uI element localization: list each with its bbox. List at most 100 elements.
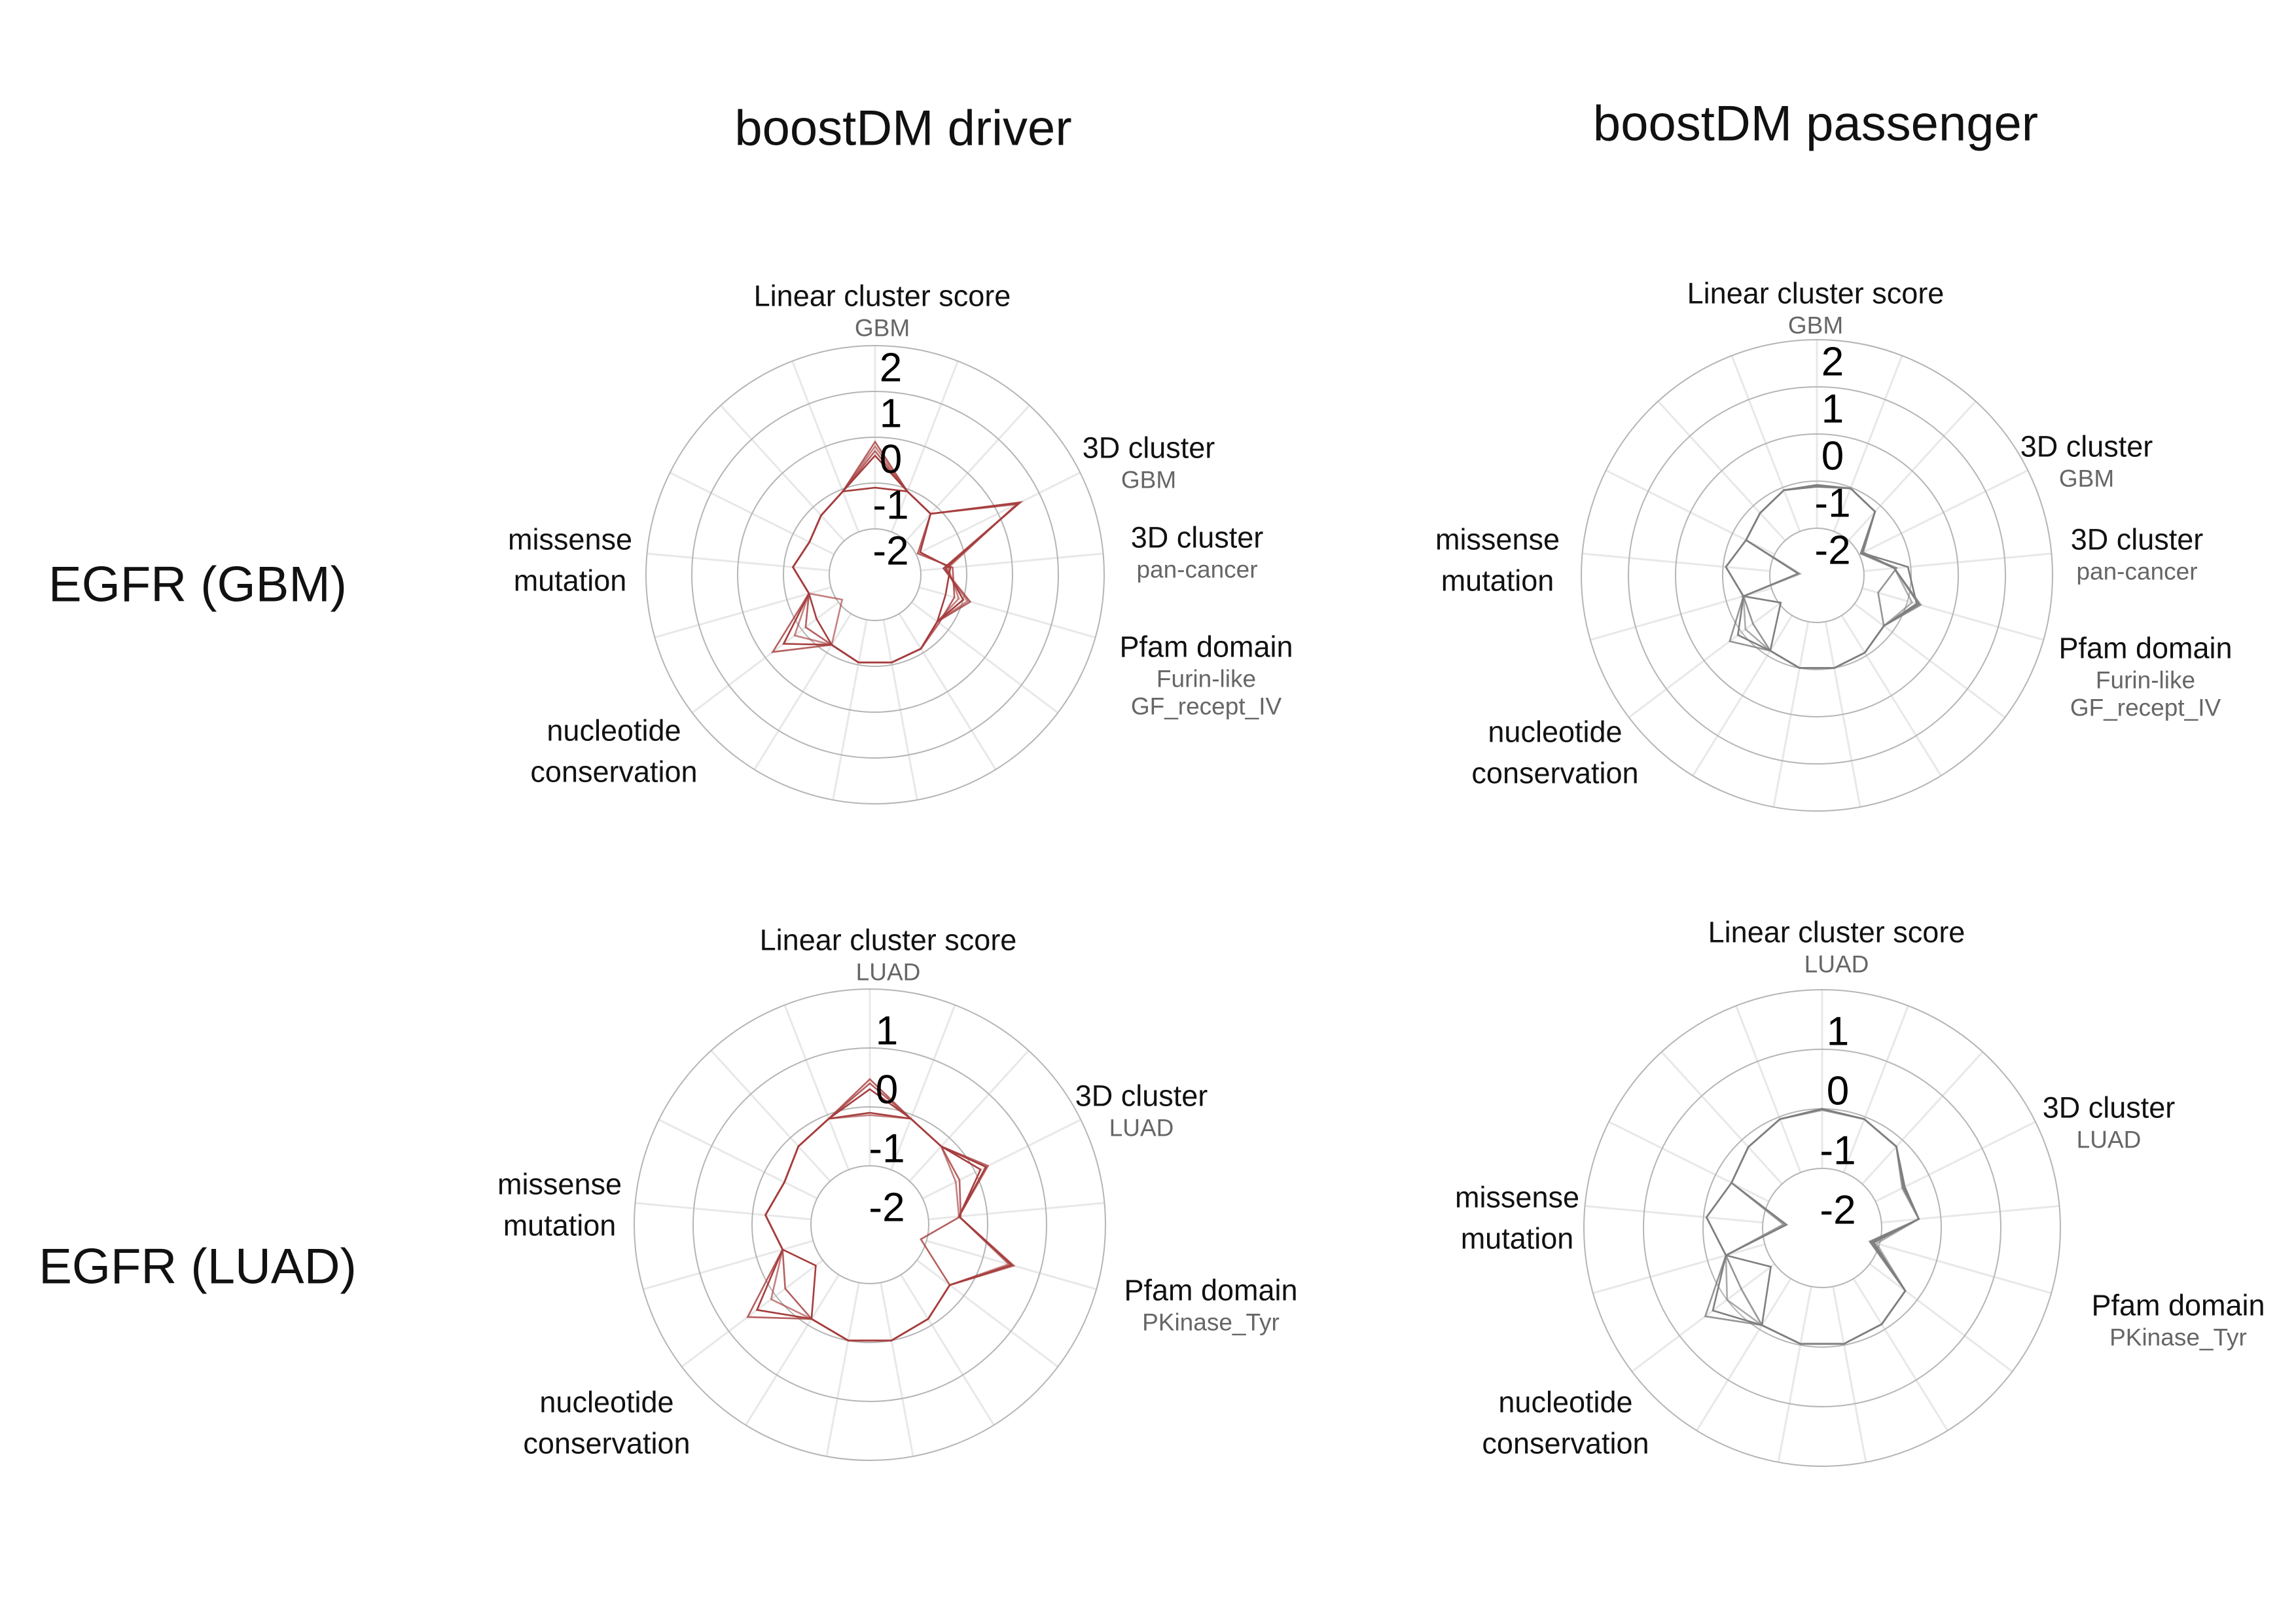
axis-label: conservation — [523, 1427, 690, 1460]
tick-label: 1 — [880, 391, 902, 437]
tick-label: 0 — [880, 437, 902, 482]
axis-sublabel: Furin-like — [2096, 667, 2195, 694]
tick-label: -2 — [872, 529, 908, 574]
spoke-gridline — [783, 1004, 850, 1170]
radar-series-line — [791, 444, 1022, 664]
spoke-gridline — [1842, 1005, 1909, 1173]
axis-label: conservation — [1471, 757, 1638, 790]
axis-sublabel: pan-cancer — [2076, 558, 2197, 585]
tick-label: 0 — [1821, 434, 1844, 479]
spoke-gridline — [710, 1049, 831, 1182]
spoke-gridline — [1881, 1204, 2060, 1224]
axis-sublabel: GF_recept_IV — [1131, 693, 1282, 720]
tick-label: 2 — [1821, 340, 1844, 385]
spoke-gridline — [1660, 1051, 1783, 1185]
tick-label: -1 — [1814, 481, 1850, 526]
ring-gridline — [691, 391, 1059, 759]
tick-label: 1 — [1827, 1009, 1849, 1055]
tick-label: -2 — [1820, 1188, 1856, 1233]
axis-label: 3D cluster — [1075, 1079, 1208, 1113]
tick-label: 0 — [1827, 1069, 1849, 1114]
spoke-gridline — [880, 1282, 914, 1457]
tick-label: -1 — [869, 1127, 905, 1172]
ring-gridline — [829, 528, 922, 621]
spoke-gridline — [1585, 1204, 1763, 1224]
axis-label: 3D cluster — [1131, 521, 1264, 554]
tick-label: -2 — [869, 1185, 905, 1231]
spoke-gridline — [1777, 1286, 1812, 1463]
spoke-gridline — [1861, 1051, 1984, 1185]
radar-series-line — [1705, 1108, 1920, 1345]
axis-sublabel: LUAD — [856, 959, 921, 986]
spoke-gridline — [900, 1274, 995, 1426]
axis-label: 3D cluster — [2071, 523, 2204, 556]
axis-sublabel: Furin-like — [1157, 666, 1256, 693]
axis-sublabel: PKinase_Tyr — [2109, 1324, 2247, 1351]
axis-label: Pfam domain — [1124, 1274, 1297, 1307]
ring-gridline — [783, 482, 967, 667]
spoke-gridline — [1592, 1243, 1765, 1295]
axis-label: Linear cluster score — [1708, 916, 1965, 949]
tick-label: -1 — [872, 483, 908, 528]
axis-label: Pfam domain — [2091, 1289, 2265, 1322]
radar-series-line — [1740, 486, 1920, 669]
spoke-gridline — [1879, 1243, 2052, 1295]
spoke-gridline — [1869, 1263, 2013, 1373]
spoke-gridline — [908, 1049, 1030, 1182]
spoke-gridline — [922, 1119, 1081, 1200]
spoke-gridline — [1735, 1005, 1802, 1173]
axis-label: mutation — [1441, 564, 1554, 598]
axis-label: Linear cluster score — [760, 924, 1017, 957]
axis-sublabel: GBM — [1121, 467, 1176, 494]
axis-sublabel: GBM — [855, 315, 910, 342]
axis-label: missense — [1435, 523, 1560, 556]
ring-gridline — [1762, 1168, 1882, 1288]
axis-label: nucleotide — [1498, 1386, 1632, 1419]
spoke-gridline — [681, 1259, 824, 1368]
tick-label: 1 — [876, 1009, 898, 1054]
ring-gridline — [1628, 386, 2006, 765]
axis-label: Pfam domain — [1119, 630, 1293, 664]
tick-label: 1 — [1821, 387, 1844, 432]
axis-label: conservation — [530, 755, 697, 789]
ring-gridline — [1643, 1049, 2001, 1407]
axis-sublabel: GBM — [1788, 312, 1843, 339]
ring-gridline — [1581, 339, 2053, 812]
axis-sublabel: LUAD — [1804, 951, 1869, 978]
column-title-passenger: boostDM passenger — [1593, 96, 2038, 152]
axis-label: Linear cluster score — [754, 280, 1011, 313]
spoke-gridline — [928, 1202, 1105, 1221]
spoke-gridline — [643, 1240, 814, 1290]
ring-gridline — [1675, 433, 1959, 717]
ring-gridline — [634, 988, 1106, 1461]
axis-label: 3D cluster — [2020, 430, 2153, 463]
ring-gridline — [692, 1047, 1047, 1402]
spoke-gridline — [825, 1282, 860, 1457]
axis-label: mutation — [514, 564, 627, 598]
spoke-gridline — [890, 1004, 956, 1170]
spoke-gridline — [1696, 1278, 1792, 1432]
ring-gridline — [1722, 480, 1912, 670]
ring-gridline — [751, 1106, 988, 1343]
axis-label: missense — [497, 1168, 622, 1201]
ring-gridline — [1769, 528, 1865, 623]
axis-sublabel: GF_recept_IV — [2070, 695, 2221, 721]
column-title-driver: boostDM driver — [734, 101, 1071, 156]
axis-sublabel: PKinase_Tyr — [1142, 1309, 1280, 1336]
spoke-gridline — [745, 1274, 840, 1426]
ring-gridline — [737, 437, 1013, 713]
axis-label: Pfam domain — [2058, 632, 2232, 665]
ring-gridline — [810, 1165, 929, 1284]
spoke-gridline — [658, 1119, 818, 1200]
spoke-gridline — [1608, 1121, 1770, 1202]
tick-label: -2 — [1814, 528, 1850, 573]
axis-sublabel: pan-cancer — [1136, 556, 1257, 583]
row-label-luad: EGFR (LUAD) — [39, 1239, 357, 1295]
axis-label: missense — [1455, 1181, 1579, 1214]
spoke-gridline — [1631, 1263, 1776, 1373]
